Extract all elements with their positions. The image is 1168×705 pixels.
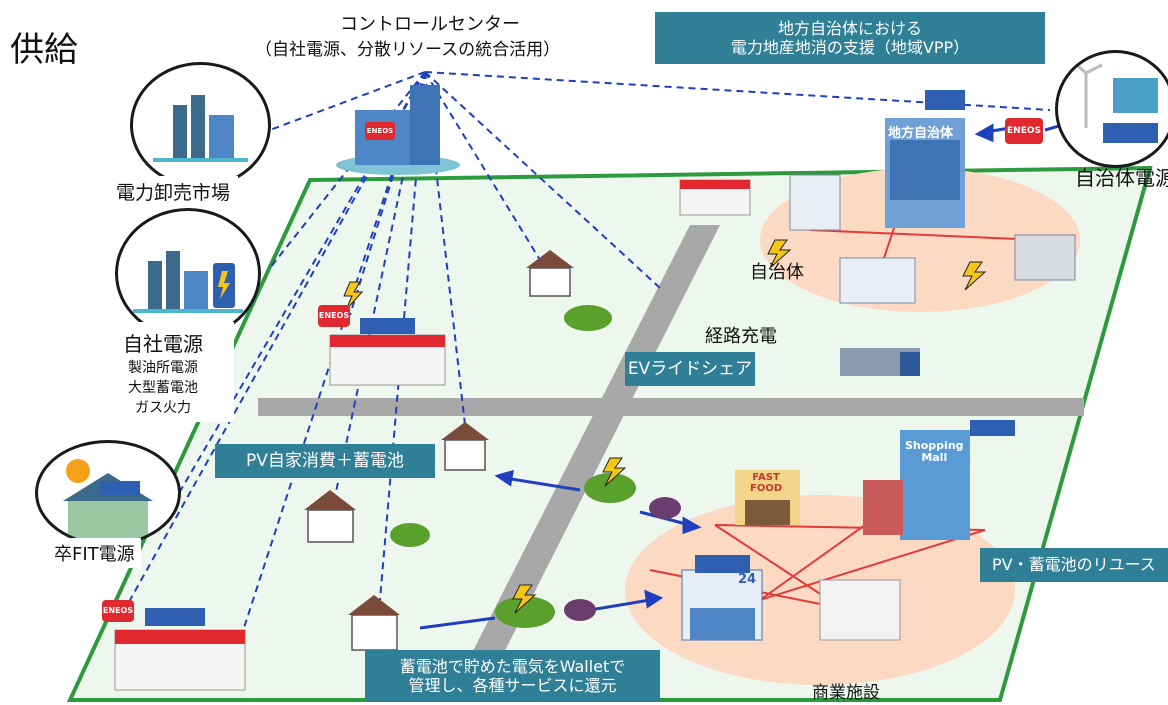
own-power-circle (115, 208, 261, 339)
local-gov-banner-line2: 電力地産地消の支援（地域VPP） (730, 38, 970, 57)
commercial-shop (819, 579, 901, 641)
fast-food-sign-line2: FOOD (750, 483, 783, 494)
local-gov-banner: 地方自治体における 電力地産地消の支援（地域VPP） (655, 12, 1045, 64)
post-fit-circle (35, 440, 181, 546)
fast-food-sign: FAST FOOD (750, 472, 782, 494)
lightning-bolts (343, 239, 987, 614)
municipal-building-sign: 地方自治体 (888, 126, 954, 141)
shopping-mall (900, 430, 970, 540)
eneos-logo-station: ENEOS (318, 305, 350, 327)
wallet-banner-line1: 蓄電池で貯めた電気をWalletで (399, 656, 626, 676)
control-center-subtitle: （自社電源、分散リソースの統合活用） (255, 40, 561, 60)
wallet-icons (564, 497, 681, 621)
power-plant-icon (133, 251, 243, 313)
supply-heading: 供給 (10, 30, 78, 70)
municipal-building-3 (839, 257, 916, 304)
factory-icon (153, 95, 248, 162)
mall-sign-line1: Shopping (905, 439, 964, 452)
store-number-sign: 24 (738, 572, 757, 587)
eneos-logo-municipal: ENEOS (1005, 118, 1043, 144)
wallet-banner: 蓄電池で貯めた電気をWalletで 管理し、各種サービスに還元 (365, 650, 660, 702)
wind-solar-icon (1071, 59, 1158, 143)
houses (307, 267, 571, 651)
own-power-label: 自社電源 (123, 331, 203, 356)
route-charging-label: 経路充電 (705, 326, 777, 347)
electric-cars (390, 305, 636, 628)
municipal-building-2 (789, 174, 841, 231)
horizontal-road (258, 398, 1084, 416)
eneos-logo-station-bottom: ENEOS (102, 600, 134, 622)
mall-sign: Shopping Mall (905, 439, 964, 465)
own-power-item-1: 製油所電源 (128, 359, 198, 376)
own-power-item-3: ガス火力 (135, 399, 191, 416)
municipal-building-4 (1014, 234, 1076, 281)
mall-sign-line2: Mall (921, 451, 948, 465)
ev-rideshare-banner: EVライドシェア (625, 352, 755, 386)
own-power-item-2: 大型蓄電池 (128, 379, 198, 396)
commercial-label: 商業施設 (812, 683, 880, 703)
diagonal-road (448, 225, 720, 700)
wholesale-market-circle (130, 62, 271, 188)
solar-house-icon (63, 459, 153, 538)
fast-food-sign-line1: FAST (752, 472, 780, 483)
municipal-power-circle (1055, 50, 1168, 168)
pv-battery-reuse-banner: PV・蓄電池のリユース (980, 548, 1168, 582)
control-center-title: コントロールセンター (340, 14, 520, 35)
post-fit-label: 卒FIT電源 (48, 538, 141, 568)
municipality-label: 自治体 (750, 262, 804, 283)
municipal-power-label: 自治体電源 (1075, 166, 1168, 190)
house-roofs (304, 250, 574, 615)
pv-self-consumption-banner: PV自家消費＋蓄電池 (215, 444, 435, 478)
local-gov-banner-line1: 地方自治体における (777, 18, 922, 38)
control-center-tower (410, 85, 440, 165)
wholesale-market-label: 電力卸売市場 (108, 176, 239, 207)
own-power-panel: 自社電源 製油所電源 大型蓄電池 ガス火力 (92, 322, 234, 422)
eneos-logo-control: ENEOS (365, 122, 395, 140)
wallet-banner-line2: 管理し、各種サービスに還元 (408, 676, 617, 695)
